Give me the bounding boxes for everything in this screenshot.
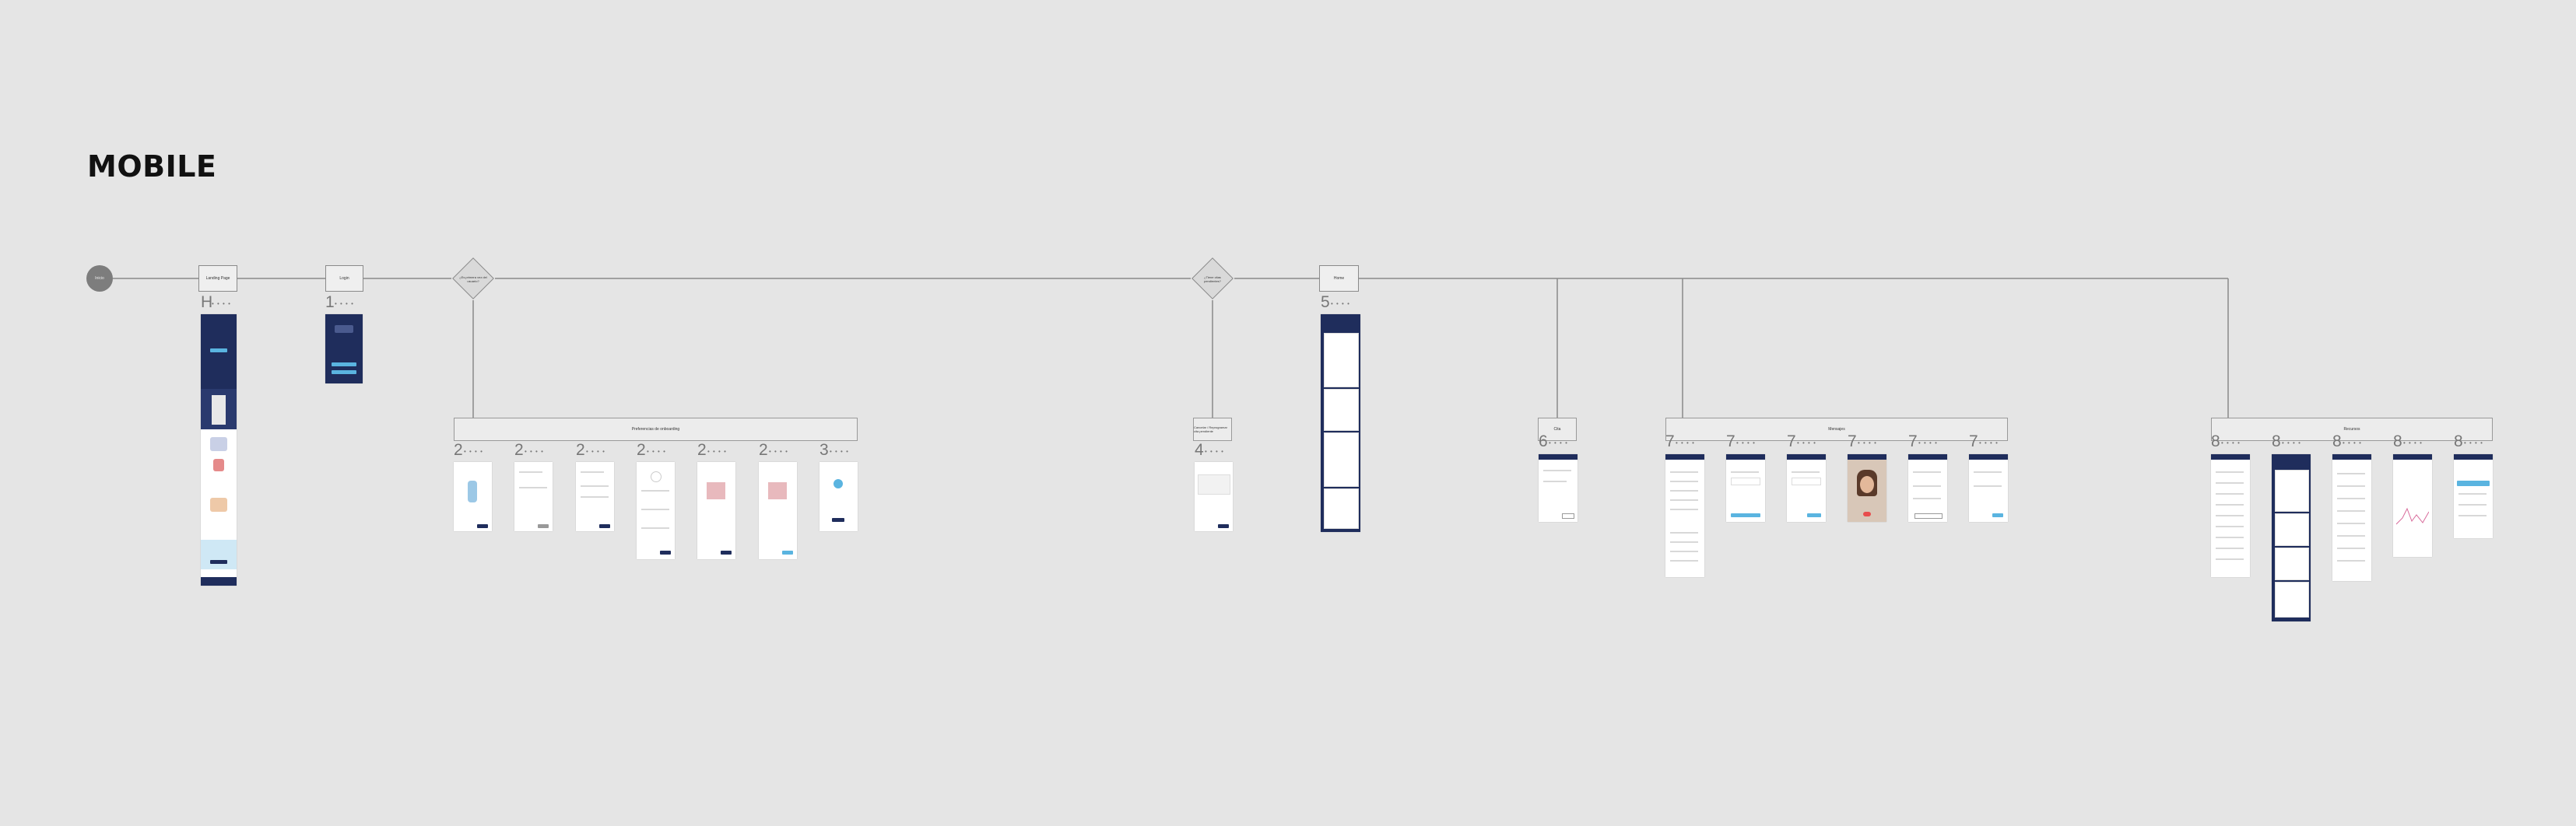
section-number: 8 [2393,432,2402,450]
recursos-screen-4[interactable] [2393,454,2432,557]
mensajes-screen-6[interactable] [1969,454,2008,522]
section-number: 7 [1787,432,1796,450]
pending-group[interactable]: Cancelar / Reprogramar cita pendiente [1193,418,1232,441]
mensajes-screen-5[interactable] [1908,454,1947,522]
section-dots: • • • • [2403,439,2423,446]
pending-decision-label: ¿Tiene citas pendientes? [1204,275,1221,283]
recursos-screen-5[interactable] [2454,454,2493,538]
section-number: 8 [2272,432,2281,450]
pending-appointment-screen[interactable] [1195,462,1233,531]
section-number: 8 [2454,432,2463,450]
section-number: 5 [1321,293,1330,311]
section-dots: • • • • [525,448,544,455]
section-number: 7 [1969,432,1978,450]
login-node[interactable]: Login [325,265,363,292]
home-node[interactable]: Home [1319,265,1359,292]
section-dots: • • • • [1736,439,1756,446]
section-number: 2 [454,441,463,459]
cita-group[interactable]: Cita [1538,418,1577,441]
section-number: 2 [697,441,707,459]
section-number: 8 [2332,432,2342,450]
section-number: 2 [759,441,768,459]
section-number: 7 [1908,432,1918,450]
section-dots: • • • • [2221,439,2241,446]
onboarding-screen-4[interactable] [637,462,675,559]
landing-screen-thumbnail[interactable] [201,314,237,586]
section-dots: • • • • [769,448,788,455]
section-number: 2 [514,441,524,459]
section-dots: • • • • [1549,439,1568,446]
section-dots: • • • • [707,448,727,455]
home-screen-thumbnail[interactable] [1321,314,1360,532]
landing-node[interactable]: Landing Page [198,265,237,292]
section-dots: • • • • [2464,439,2483,446]
onboarding-screen-2[interactable] [514,462,553,531]
onboarding-group[interactable]: Preferencias de onboarding [454,418,858,441]
section-dots: • • • • [1205,448,1224,455]
first-time-decision-label: ¿Es primera vez del usuario? [459,275,487,283]
mensajes-screen-1[interactable] [1665,454,1704,577]
section-dots: • • • • [1797,439,1816,446]
section-number: 2 [637,441,646,459]
section-dots: • • • • [1676,439,1695,446]
section-dots: • • • • [830,448,849,455]
page-title: MOBILE [87,149,217,184]
section-number: 7 [1665,432,1675,450]
section-dots: • • • • [212,300,231,307]
section-dots: • • • • [2343,439,2362,446]
section-number: 6 [1539,432,1548,450]
onboarding-screen-3[interactable] [576,462,614,531]
chart-thumbnail [2396,507,2429,525]
mensajes-screen-3[interactable] [1787,454,1826,522]
section-dots: • • • • [1331,300,1350,307]
section-number: 7 [1848,432,1857,450]
onboarding-screen-1[interactable] [454,462,492,531]
video-call-screen[interactable] [1848,454,1886,522]
section-dots: • • • • [1918,439,1938,446]
mensajes-group[interactable]: Mensajes [1665,418,2008,441]
section-number: 1 [325,293,335,311]
section-dots: • • • • [464,448,483,455]
section-dots: • • • • [1858,439,1877,446]
start-node[interactable]: Inicio [86,265,113,292]
section-number: 3 [819,441,829,459]
onboarding-screen-5[interactable] [697,462,735,559]
recursos-group[interactable]: Recursos [2211,418,2493,441]
mensajes-screen-2[interactable] [1726,454,1765,522]
recursos-screen-2[interactable] [2272,454,2311,621]
section-number: 4 [1195,441,1204,459]
section-number: 7 [1726,432,1735,450]
onboarding-screen-7[interactable] [819,462,858,531]
section-dots: • • • • [586,448,605,455]
login-screen-thumbnail[interactable] [325,314,363,383]
recursos-screen-3[interactable] [2332,454,2371,581]
section-dots: • • • • [647,448,666,455]
onboarding-screen-6[interactable] [759,462,797,559]
section-number: H [201,293,213,311]
section-dots: • • • • [335,300,354,307]
section-number: 2 [576,441,585,459]
section-number: 8 [2211,432,2220,450]
recursos-screen-1[interactable] [2211,454,2250,577]
section-dots: • • • • [2282,439,2301,446]
section-dots: • • • • [1979,439,1999,446]
cita-screen-thumbnail[interactable] [1539,454,1578,522]
